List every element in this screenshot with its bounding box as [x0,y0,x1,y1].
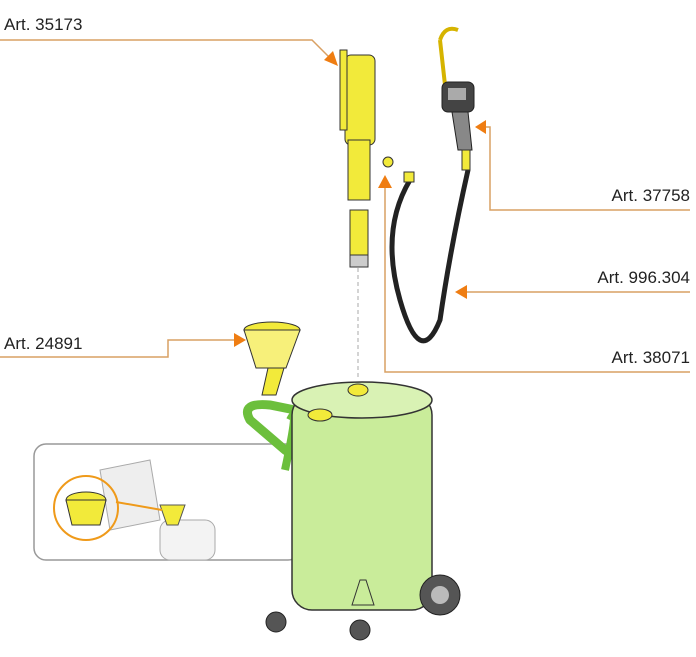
arrow-hose [455,285,467,299]
leader-lines [0,39,690,373]
arrow-fitting [378,175,392,188]
label-fitting: Art. 38071 [612,348,690,367]
label-gun: Art. 37758 [612,186,690,205]
arrow-gun [475,120,486,134]
arrowheads [234,51,486,347]
label-pump: Art. 35173 [4,15,82,34]
arrow-funnel [234,333,246,347]
pump-illustration [339,49,394,268]
arrow-pump [324,51,338,66]
hose-gun-illustration [389,26,475,344]
label-hose: Art. 996.304 [597,268,690,287]
label-funnel: Art. 24891 [4,334,82,353]
funnel-illustration [243,321,301,396]
inset-detail [33,443,301,561]
tank-illustration [243,381,461,641]
